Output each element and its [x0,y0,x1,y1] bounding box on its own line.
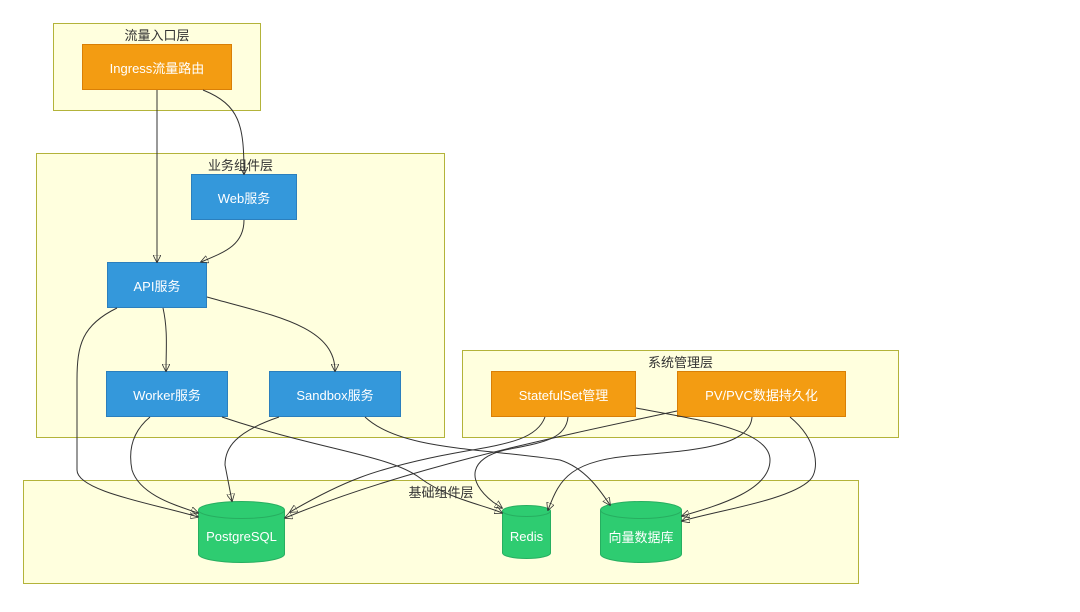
ingress-layer-title: 流量入口层 [124,28,190,43]
postgresql-database[interactable]: PostgreSQL [198,501,285,563]
business-layer-title: 业务组件层 [207,158,273,173]
system-layer-title: 系统管理层 [647,355,713,370]
pv-pvc-node[interactable]: PV/PVC数据持久化 [677,371,846,417]
web-service-node[interactable]: Web服务 [191,174,297,220]
postgresql-label: PostgreSQL [206,528,277,544]
sandbox-service-node[interactable]: Sandbox服务 [269,371,401,417]
worker-service-node[interactable]: Worker服务 [106,371,228,417]
vector-database[interactable]: 向量数据库 [600,501,682,563]
base-layer-group: 基础组件层 [23,480,859,584]
statefulset-node[interactable]: StatefulSet管理 [491,371,636,417]
ingress-node[interactable]: Ingress流量路由 [82,44,232,90]
vector-db-label: 向量数据库 [608,529,674,545]
api-service-node[interactable]: API服务 [107,262,207,308]
redis-label: Redis [509,528,544,544]
redis-database[interactable]: Redis [502,505,551,559]
base-layer-title: 基础组件层 [408,485,474,500]
